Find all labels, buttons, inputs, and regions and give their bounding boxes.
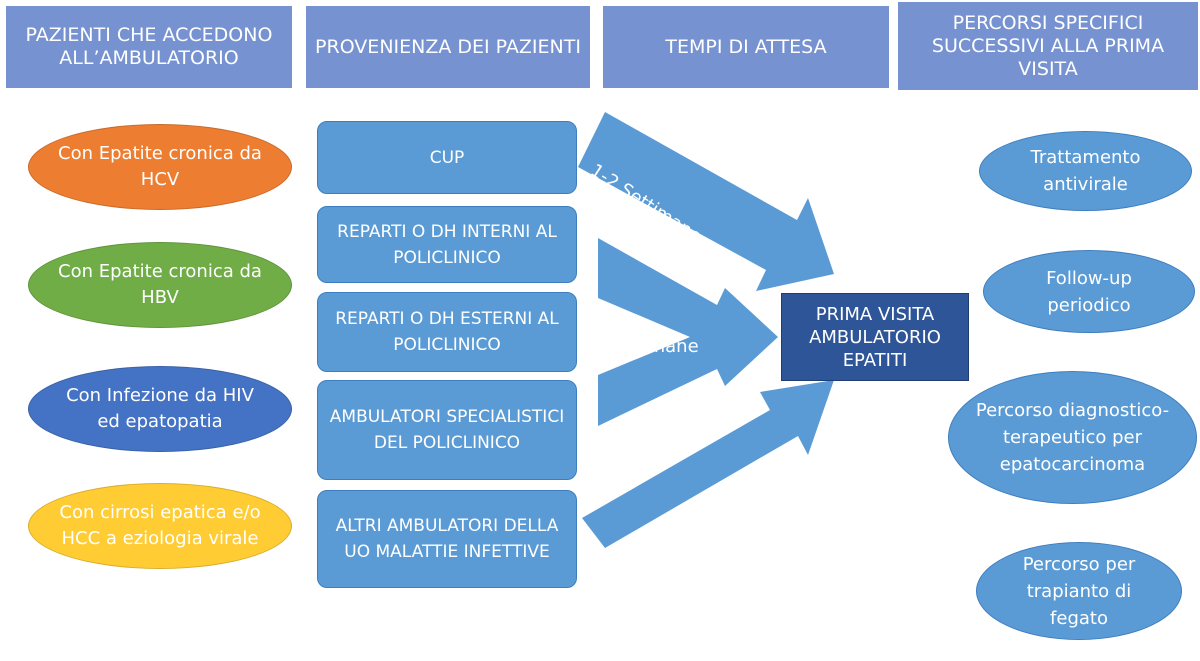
first-visit-box: PRIMA VISITA AMBULATORIO EPATITI	[781, 293, 969, 381]
source-cup: CUP	[317, 121, 577, 194]
arrow-medium	[598, 238, 778, 426]
outcome-transplant-pathway: Percorso per trapianto di fegato	[976, 542, 1182, 640]
patient-hiv: Con Infezione da HIV ed epatopatia	[28, 366, 292, 452]
arrow-slow	[582, 380, 834, 548]
header-provenance: PROVENIENZA DEI PAZIENTI	[306, 6, 590, 88]
source-specialist-clinics: AMBULATORI SPECIALISTICI DEL POLICLINICO	[317, 380, 577, 480]
outcome-hcc-pathway: Percorso diagnostico-terapeutico per epa…	[948, 371, 1197, 504]
source-internal-wards: REPARTI O DH INTERNI AL POLICLINICO	[317, 206, 577, 283]
header-waiting-times: TEMPI DI ATTESA	[603, 6, 889, 88]
source-external-wards: REPARTI O DH ESTERNI AL POLICLINICO	[317, 292, 577, 372]
outcome-antiviral-treatment: Trattamento antivirale	[979, 131, 1192, 211]
header-patients: PAZIENTI CHE ACCEDONO ALL’AMBULATORIO	[6, 6, 292, 88]
arrow-fast	[578, 112, 834, 291]
patient-hcv: Con Epatite cronica da HCV	[28, 124, 292, 210]
waiting-time-medium-label: 2-4 Settimane	[606, 310, 699, 357]
source-other-clinics: ALTRI AMBULATORI DELLA UO MALATTIE INFET…	[317, 490, 577, 588]
outcome-follow-up: Follow-up periodico	[983, 250, 1195, 333]
patient-cirrhosis-hcc: Con cirrosi epatica e/o HCC a eziologia …	[28, 483, 292, 569]
patient-hbv: Con Epatite cronica da HBV	[28, 242, 292, 328]
header-pathways: PERCORSI SPECIFICI SUCCESSIVI ALLA PRIMA…	[898, 2, 1198, 90]
